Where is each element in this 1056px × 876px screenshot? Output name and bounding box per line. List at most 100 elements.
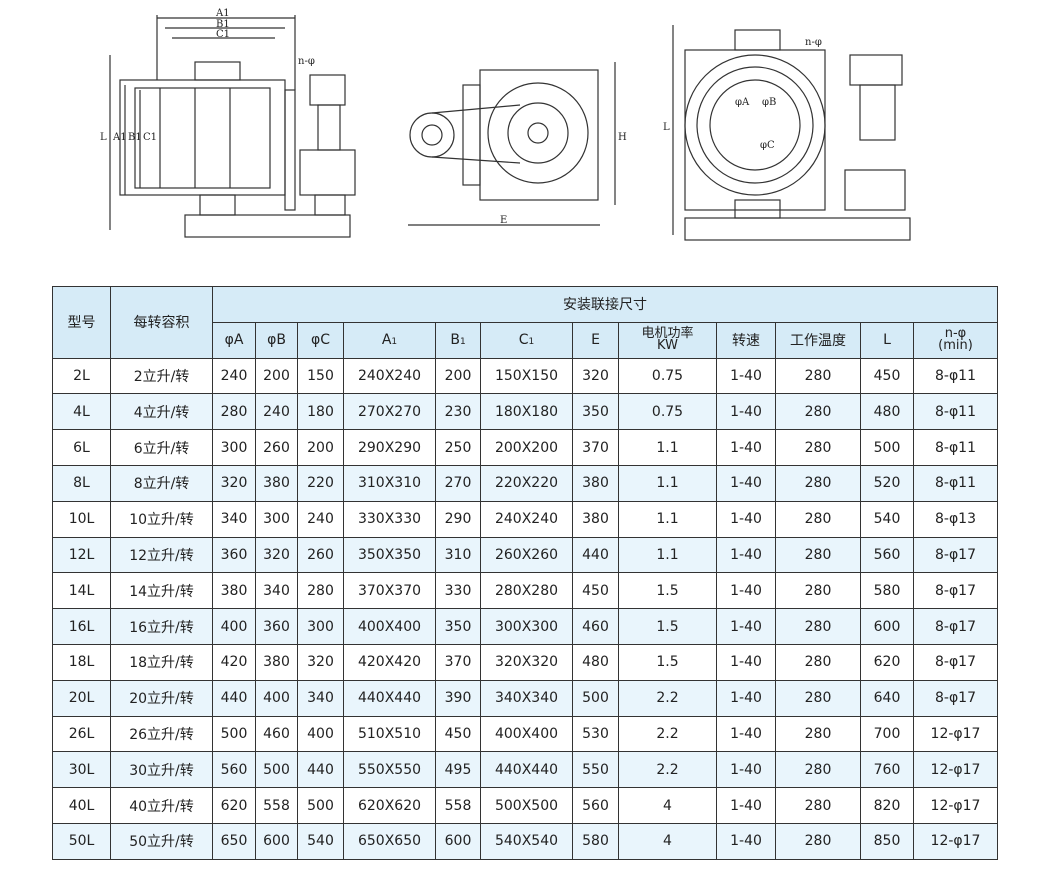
table-cell: 1.1 [618, 500, 717, 538]
table-cell: 540 [297, 822, 344, 860]
header-n-phi: n-φ(min) [913, 321, 998, 359]
table-cell: 260X260 [480, 536, 573, 574]
table-cell: 380 [255, 464, 298, 502]
table-cell: 480 [572, 643, 619, 681]
table-cell: 1-40 [716, 393, 776, 431]
table-cell: 500 [860, 429, 914, 466]
table-cell: 380 [255, 643, 298, 681]
table-cell: 558 [255, 787, 298, 824]
table-cell: 300 [297, 608, 344, 645]
label-a1: A1 [215, 8, 230, 19]
table-cell: 760 [860, 751, 914, 789]
table-cell: 12-φ17 [913, 822, 998, 860]
table-cell: 16L [52, 608, 111, 645]
table-cell: 400 [212, 608, 256, 645]
header-phi-c: φC [297, 321, 344, 359]
table-cell: 1.1 [618, 536, 717, 574]
table-cell: 2.2 [618, 679, 717, 717]
table-cell: 8L [52, 464, 111, 502]
table-cell: 1.5 [618, 608, 717, 645]
table-cell: 440X440 [343, 679, 436, 717]
header-b1-sub: 1 [459, 337, 466, 348]
table-cell: 200X200 [480, 429, 573, 466]
table-cell: 10L [52, 500, 111, 538]
table-cell: 320 [297, 643, 344, 681]
table-cell: 340 [212, 500, 256, 538]
table-cell: 380 [212, 572, 256, 610]
table-cell: 1-40 [716, 787, 776, 824]
header-power-unit: KW [657, 338, 678, 354]
table-cell: 460 [255, 715, 298, 753]
table-cell: 360 [212, 536, 256, 574]
table-cell: 8-φ17 [913, 536, 998, 574]
table-cell: 1.5 [618, 572, 717, 610]
table-cell: 240X240 [480, 500, 573, 538]
side-view-drawing [408, 62, 616, 226]
table-cell: 4L [52, 393, 111, 431]
table-cell: 600 [860, 608, 914, 645]
header-c1-label: C [518, 332, 529, 349]
table-cell: 380 [572, 464, 619, 502]
table-cell: 270X270 [343, 393, 436, 431]
table-cell: 280 [775, 536, 861, 574]
table-cell: 8立升/转 [110, 464, 213, 502]
front-view-drawing [109, 15, 356, 238]
table-cell: 12-φ17 [913, 715, 998, 753]
table-cell: 280 [775, 500, 861, 538]
table-cell: 1-40 [716, 536, 776, 574]
table-cell: 280 [297, 572, 344, 610]
table-cell: 495 [435, 751, 481, 789]
table-cell: 300 [255, 500, 298, 538]
table-cell: 320 [255, 536, 298, 574]
table-cell: 280 [775, 715, 861, 753]
header-speed: 转速 [716, 321, 776, 359]
table-cell: 6立升/转 [110, 429, 213, 466]
label-a1-side: A1 [112, 132, 127, 143]
table-cell: 8-φ17 [913, 643, 998, 681]
header-a1-sub: 1 [391, 337, 398, 348]
table-cell: 500X500 [480, 787, 573, 824]
table-cell: 850 [860, 822, 914, 860]
header-b1: B1 [435, 321, 481, 359]
top-view-drawing [672, 25, 911, 241]
header-b1-label: B [450, 332, 460, 349]
table-cell: 370 [572, 429, 619, 466]
table-cell: 150 [297, 357, 344, 395]
table-cell: 500 [297, 787, 344, 824]
table-cell: 330X330 [343, 500, 436, 538]
header-a1-label: A [381, 332, 392, 349]
table-cell: 700 [860, 715, 914, 753]
label-l: L [100, 132, 107, 143]
table-cell: 510X510 [343, 715, 436, 753]
table-cell: 380 [572, 500, 619, 538]
label-c1-side: C1 [143, 132, 157, 143]
table-cell: 500 [212, 715, 256, 753]
table-cell: 330 [435, 572, 481, 610]
table-cell: 500 [255, 751, 298, 789]
table-cell: 480 [860, 393, 914, 431]
table-cell: 530 [572, 715, 619, 753]
table-cell: 440 [297, 751, 344, 789]
table-cell: 450 [572, 572, 619, 610]
table-cell: 10立升/转 [110, 500, 213, 538]
table-cell: 300 [212, 429, 256, 466]
table-cell: 230 [435, 393, 481, 431]
table-cell: 30L [52, 751, 111, 789]
table-cell: 1.1 [618, 429, 717, 466]
table-cell: 400 [297, 715, 344, 753]
table-cell: 420 [212, 643, 256, 681]
table-cell: 550 [572, 751, 619, 789]
table-cell: 12-φ17 [913, 787, 998, 824]
table-cell: 2L [52, 357, 111, 395]
table-cell: 560 [212, 751, 256, 789]
table-cell: 620 [212, 787, 256, 824]
table-cell: 2立升/转 [110, 357, 213, 395]
table-cell: 280X280 [480, 572, 573, 610]
